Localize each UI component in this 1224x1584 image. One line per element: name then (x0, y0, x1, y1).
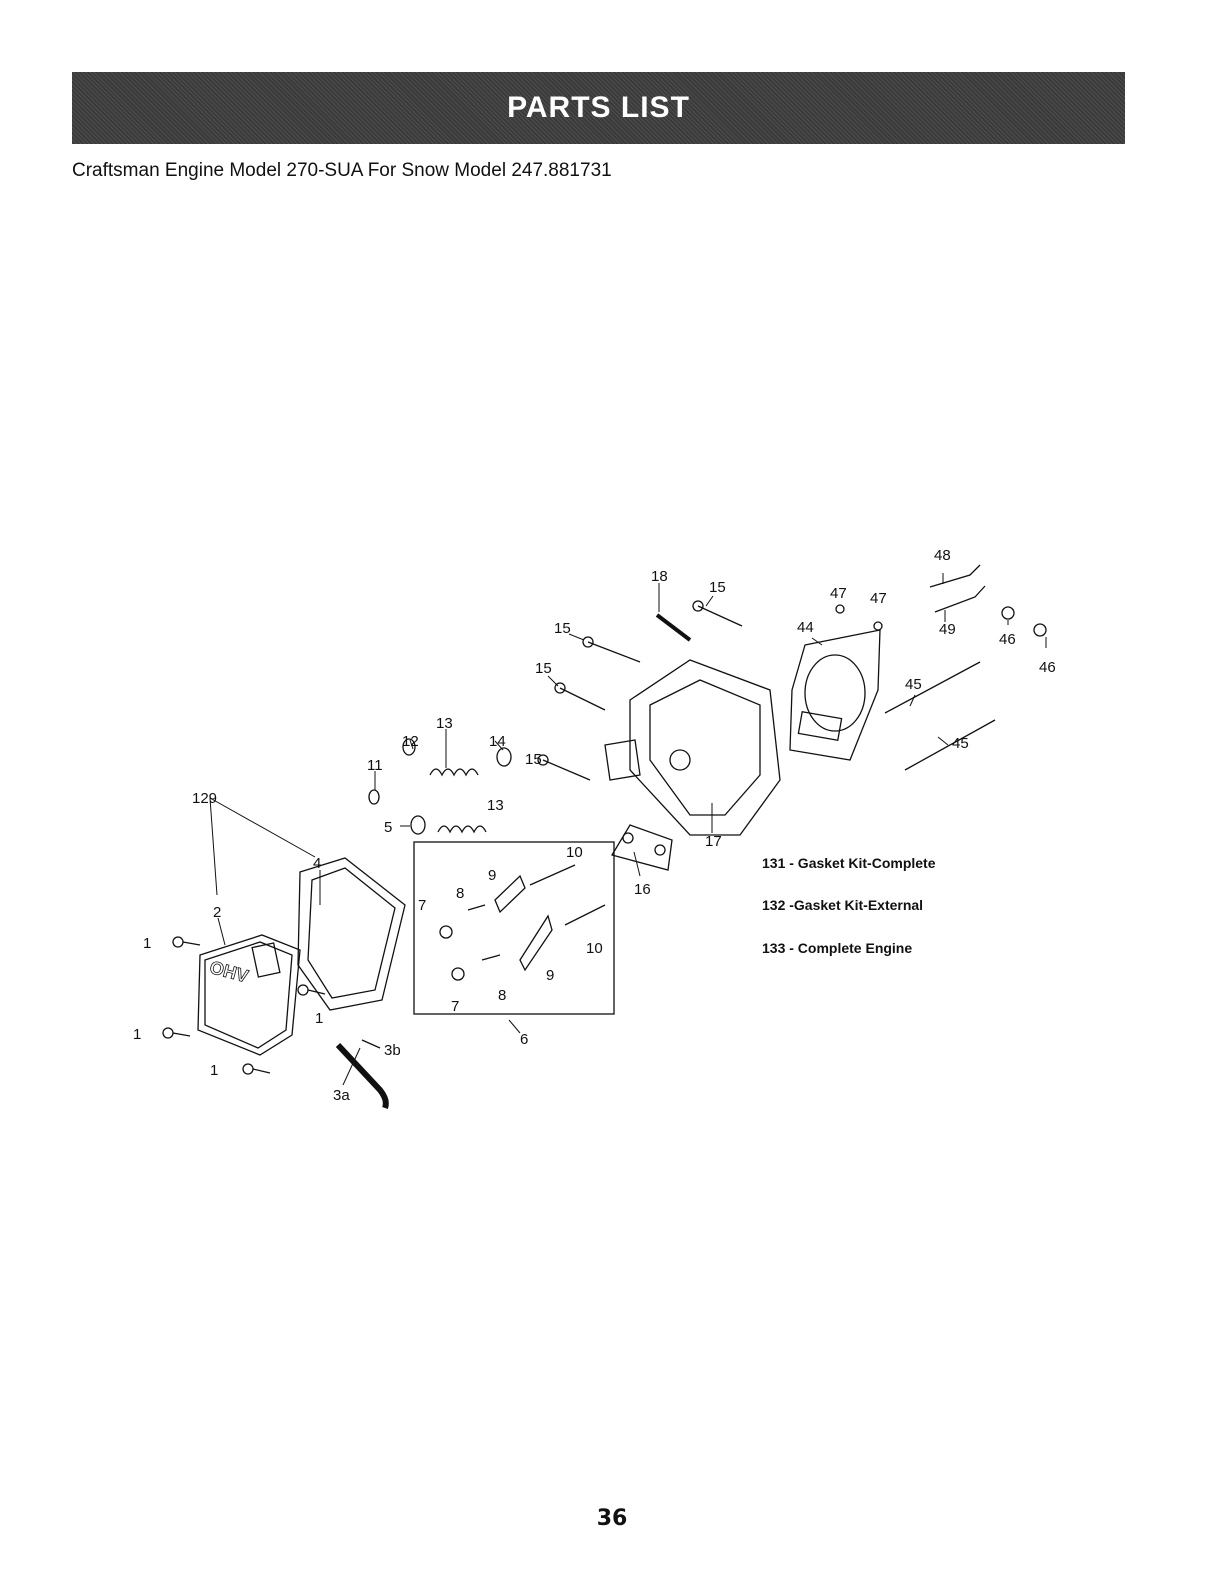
head-gasket (789, 629, 881, 761)
callout-1d: 1 (315, 1010, 323, 1027)
page-number: 36 (596, 1506, 628, 1531)
callout-45a: 45 (905, 676, 922, 693)
bolt-1b (162, 1027, 191, 1039)
callout-12: 12 (402, 733, 419, 750)
push-rod-a (884, 661, 981, 714)
callout-3b: 3b (384, 1042, 401, 1059)
rocker-box (413, 841, 615, 1015)
callout-47b: 47 (870, 590, 887, 607)
valve-intake (934, 585, 986, 613)
callout-48: 48 (934, 547, 951, 564)
callout-14: 14 (489, 733, 506, 750)
callout-labels: 129 4 2 1 1 1 1 3b 3a 11 12 13 13 14 5 1… (133, 547, 1056, 1104)
callout-18: 18 (651, 568, 668, 585)
callout-129: 129 (192, 790, 217, 807)
kit-item-132: 132 -Gasket Kit-External (762, 897, 923, 913)
callout-15c: 15 (525, 751, 542, 768)
callout-46a: 46 (999, 631, 1016, 648)
callout-46b: 46 (1039, 659, 1056, 676)
callout-13a: 13 (436, 715, 453, 732)
callout-8a: 8 (456, 885, 464, 902)
callout-49: 49 (939, 621, 956, 638)
callout-44: 44 (797, 619, 814, 636)
banner-title: PARTS LIST (507, 91, 690, 124)
callout-45b: 45 (952, 735, 969, 752)
callout-13b: 13 (487, 797, 504, 814)
valve-springs (368, 738, 512, 835)
cylinder-head (629, 659, 781, 836)
manifold-gasket (610, 824, 673, 871)
parts-list-banner: PARTS LIST (72, 72, 1125, 144)
callout-8b: 8 (498, 987, 506, 1004)
callout-1a: 1 (143, 935, 151, 952)
callout-7a: 7 (418, 897, 426, 914)
valve-retainers (1001, 606, 1047, 637)
rocker-arms (439, 864, 606, 981)
callout-5: 5 (384, 819, 392, 836)
model-subtitle: Craftsman Engine Model 270-SUA For Snow … (72, 160, 612, 181)
cover-gasket (297, 857, 406, 1011)
callout-4: 4 (313, 855, 321, 872)
cover-logo-text: OHV (208, 957, 251, 986)
callout-10a: 10 (566, 844, 583, 861)
callout-9b: 9 (546, 967, 554, 984)
breather-tube (335, 1042, 389, 1110)
callout-7b: 7 (451, 998, 459, 1015)
kit-item-131: 131 - Gasket Kit-Complete (762, 855, 936, 871)
callout-15a: 15 (554, 620, 571, 637)
bolt-1c (242, 1063, 271, 1075)
callout-17: 17 (705, 833, 722, 850)
kit-list: 131 - Gasket Kit-Complete 132 -Gasket Ki… (762, 855, 936, 956)
head-bolts (537, 600, 743, 781)
callout-10b: 10 (586, 940, 603, 957)
callout-47a: 47 (830, 585, 847, 602)
callout-16: 16 (634, 881, 651, 898)
valve-exhaust (929, 564, 981, 588)
callout-15d: 15 (709, 579, 726, 596)
callout-9a: 9 (488, 867, 496, 884)
callout-1c: 1 (210, 1062, 218, 1079)
spark-plug (655, 613, 692, 642)
callout-15b: 15 (535, 660, 552, 677)
callout-11: 11 (367, 757, 383, 774)
callout-6: 6 (520, 1031, 528, 1048)
valve-keepers (835, 604, 883, 631)
bolt-1a (172, 936, 201, 948)
push-rod-b (904, 719, 996, 771)
callout-2: 2 (213, 904, 221, 921)
bolt-1d (297, 984, 326, 996)
callout-3a: 3a (333, 1087, 350, 1104)
callout-1b: 1 (133, 1026, 141, 1043)
valve-cover (197, 934, 301, 1056)
kit-item-133: 133 - Complete Engine (762, 940, 912, 956)
